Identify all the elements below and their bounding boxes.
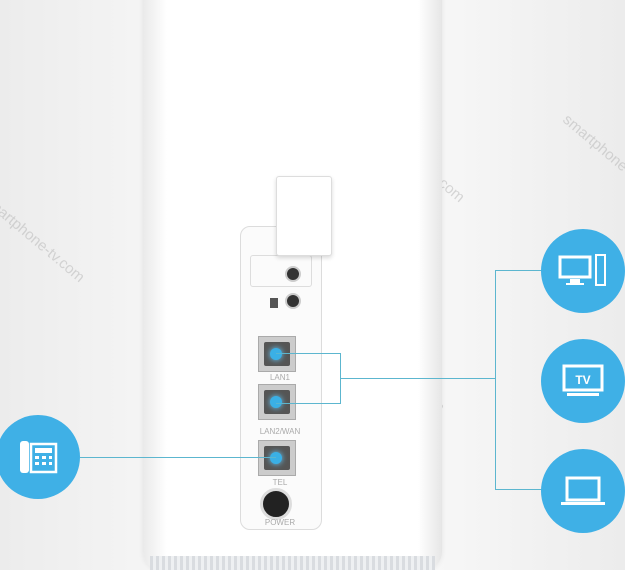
- tv-icon: TV: [562, 364, 604, 396]
- laptop-icon: [561, 476, 605, 505]
- lan2-wan-label: LAN2/WAN: [259, 427, 301, 436]
- power-label: POWER: [264, 518, 296, 527]
- phone-device: [0, 415, 80, 499]
- router-back-panel: [240, 226, 322, 530]
- tel-label: TEL: [272, 478, 288, 487]
- antenna-port: [285, 293, 301, 309]
- laptop-device: [541, 449, 625, 533]
- connector-line: [276, 403, 340, 404]
- tv-label: TV: [575, 373, 590, 387]
- watermark: smartphone-tv.com: [559, 111, 625, 206]
- connector-line: [495, 489, 545, 490]
- watermark: smartphone-tv.com: [0, 191, 88, 286]
- connector-line: [340, 378, 495, 379]
- lan1-port: [258, 336, 296, 372]
- connector-line: [495, 270, 545, 271]
- antenna-port: [285, 266, 301, 282]
- tel-port: [258, 440, 296, 476]
- router-vent: [150, 556, 435, 570]
- sim-cover[interactable]: [276, 176, 332, 256]
- phone-icon: [20, 441, 58, 474]
- sim-slot: [250, 255, 312, 287]
- reset-button[interactable]: [270, 298, 278, 308]
- connector-line: [80, 457, 276, 458]
- lan1-label: LAN1: [269, 373, 290, 382]
- power-jack: [260, 488, 292, 520]
- desktop-device: [541, 229, 625, 313]
- desktop-icon: [558, 254, 606, 286]
- connector-line: [495, 270, 496, 490]
- lan2-wan-port: [258, 384, 296, 420]
- tv-device: TV: [541, 339, 625, 423]
- connector-line: [276, 353, 340, 354]
